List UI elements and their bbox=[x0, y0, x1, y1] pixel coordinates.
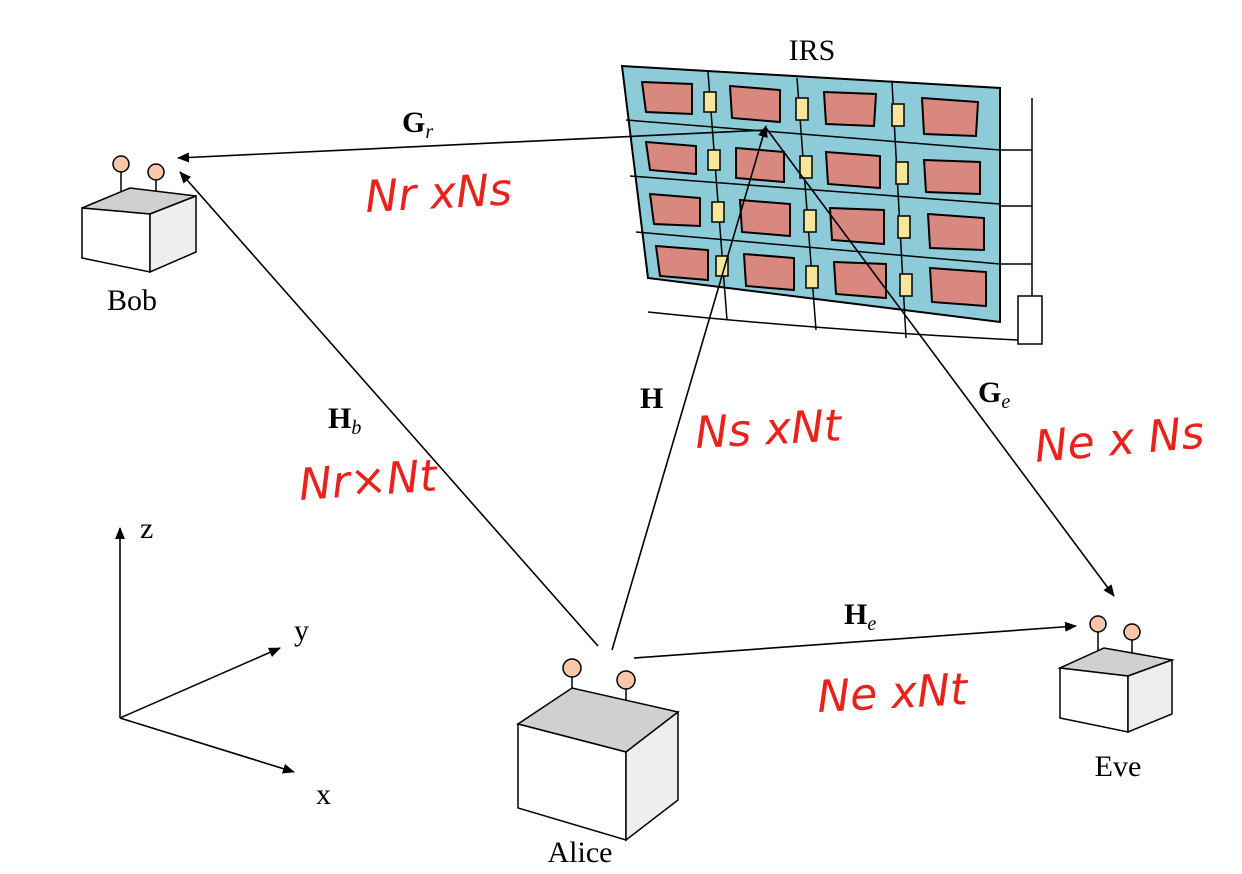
h-arrow bbox=[611, 125, 768, 651]
he-dimension: Ne xNt bbox=[816, 664, 970, 723]
bob-label: Bob bbox=[107, 284, 157, 317]
irs-panel bbox=[620, 64, 1043, 345]
z-axis-label: z bbox=[140, 512, 153, 545]
alice-node bbox=[516, 658, 680, 842]
irs-label: IRS bbox=[789, 34, 836, 67]
gr-label: Gr bbox=[402, 106, 433, 143]
hb-label: Hb bbox=[328, 402, 361, 439]
he-label: He bbox=[844, 598, 876, 635]
eve-antenna-2-icon bbox=[1123, 623, 1141, 641]
he-arrow bbox=[633, 621, 1077, 659]
eve-label: Eve bbox=[1095, 750, 1142, 783]
eve-antenna-1-icon bbox=[1089, 615, 1107, 633]
alice-antenna-1-icon bbox=[562, 658, 582, 678]
gr-arrow bbox=[177, 129, 767, 163]
alice-antenna-2-icon bbox=[616, 670, 636, 690]
h-dimension: Ns xNt bbox=[694, 400, 844, 459]
hb-dimension: Nr×Nt bbox=[297, 450, 440, 511]
ge-label: Ge bbox=[978, 376, 1010, 413]
bob-node bbox=[81, 155, 197, 274]
hb-arrow bbox=[179, 171, 599, 647]
alice-label: Alice bbox=[548, 836, 613, 869]
ge-dimension: Ne x Ns bbox=[1033, 407, 1207, 473]
bob-antenna-1-icon bbox=[112, 155, 130, 173]
eve-node bbox=[1057, 615, 1175, 734]
ge-arrow bbox=[765, 127, 1115, 597]
bob-antenna-2-icon bbox=[147, 163, 165, 181]
y-axis-label: y bbox=[294, 614, 309, 647]
x-axis-label: x bbox=[316, 778, 331, 811]
coordinate-axes bbox=[115, 527, 295, 774]
x-axis bbox=[119, 717, 295, 774]
gr-dimension: Nr xNs bbox=[364, 164, 513, 223]
h-label: H bbox=[640, 382, 663, 415]
y-axis bbox=[119, 647, 281, 719]
